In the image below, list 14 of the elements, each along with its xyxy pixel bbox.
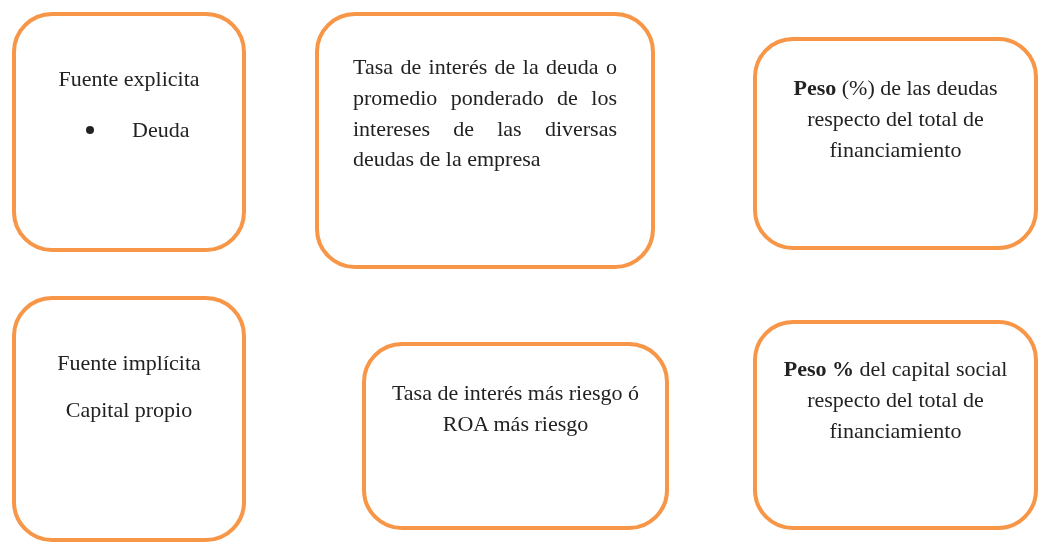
- box-text: Tasa de interés de la deuda o promedio ponderado de los intereses de las diversas deudas de la empresa: [353, 53, 617, 174]
- list-item: Deuda: [132, 115, 190, 144]
- rounded-box: [753, 37, 1038, 250]
- box-text: Tasa de interés más riesgo ó ROA más riesgo: [390, 379, 641, 438]
- box-text: Peso % del capital social respecto del total de financiamiento: [782, 355, 1009, 445]
- rounded-box: [12, 12, 246, 252]
- box-text: Fuente explicita: [57, 65, 201, 93]
- rounded-box: [315, 12, 655, 269]
- rounded-box: [12, 296, 246, 542]
- box-text: Fuente implícita: [56, 349, 202, 377]
- box-subtext: Capital propio: [64, 395, 194, 424]
- rounded-box: [362, 342, 669, 530]
- rounded-box: [753, 320, 1038, 530]
- box-text: Peso (%) de las deudas respecto del total de financiamiento: [792, 74, 999, 164]
